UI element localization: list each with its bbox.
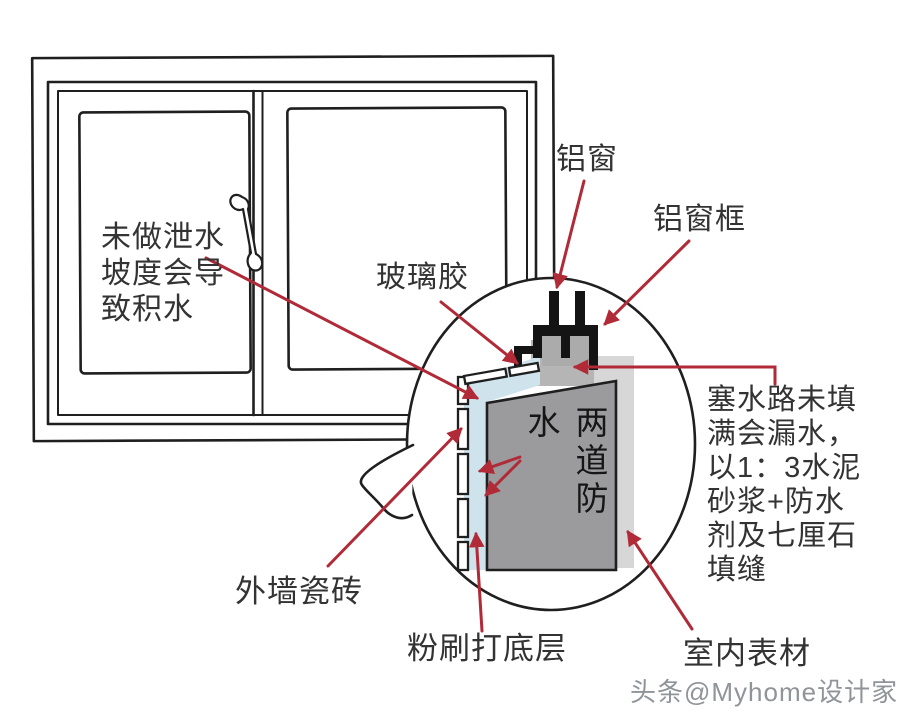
- arrow-waterproof-layer-2: [484, 459, 522, 497]
- plaster-base-layer: [464, 355, 540, 570]
- tile: [456, 540, 470, 572]
- window-handle: [229, 193, 264, 272]
- frame-flange-horizontal: [514, 346, 537, 354]
- arrow-aluminum-window: [552, 179, 586, 290]
- wall-slab: [485, 379, 618, 572]
- label-two-waterproofing: 两道防水: [523, 405, 608, 519]
- sash-bar-right: [575, 291, 585, 331]
- label-caulking-note: 塞水路未填 满会漏水， 以1：3水泥 砂浆+防水 剂及七厘石 填缝: [707, 384, 862, 586]
- label-aluminum-window-frame: 铝窗框: [653, 203, 746, 236]
- arrow-caulking-note: [572, 359, 777, 386]
- frame-tooth-left: [533, 336, 542, 358]
- frame-top-cap: [533, 325, 598, 336]
- label-aluminum-window: 铝窗: [556, 143, 618, 176]
- frame-right-column: [589, 325, 598, 370]
- frame-tooth-middle: [561, 336, 570, 358]
- sill-tile-sloped: [462, 367, 509, 386]
- window-frame-outer: [46, 80, 538, 426]
- glass-pane-right: [286, 106, 508, 371]
- wall-outline: [30, 54, 557, 443]
- window-elevation: [30, 54, 557, 443]
- arrow-interior-surface: [626, 530, 694, 631]
- label-drainage-note: 未做泄水 坡度会导 致积水: [101, 221, 225, 326]
- arrow-plaster-base: [469, 531, 485, 633]
- tile: [456, 497, 470, 539]
- watermark-text: 头条@Myhome设计家: [630, 677, 899, 707]
- label-glass-sealant: 玻璃胶: [376, 261, 469, 294]
- label-interior-surface: 室内表材: [683, 636, 811, 671]
- arrow-glass-sealant: [439, 300, 519, 365]
- leader-arrows: [204, 179, 777, 633]
- arrow-aluminum-window-frame: [603, 239, 691, 326]
- sill-tile-sloped: [507, 361, 541, 378]
- tile: [456, 452, 470, 496]
- bubble-tail: [359, 443, 415, 520]
- window-frame-inner: [57, 90, 528, 416]
- section-detail: [456, 291, 634, 572]
- label-exterior-tiles: 外墙瓷砖: [235, 574, 363, 609]
- label-plaster-base: 粉刷打底层: [407, 631, 567, 666]
- arrow-waterproof-layer-1: [477, 455, 522, 474]
- arrow-exterior-tiles: [326, 427, 463, 568]
- sash-bar-left: [549, 291, 559, 331]
- arrow-drainage-note: [204, 256, 480, 400]
